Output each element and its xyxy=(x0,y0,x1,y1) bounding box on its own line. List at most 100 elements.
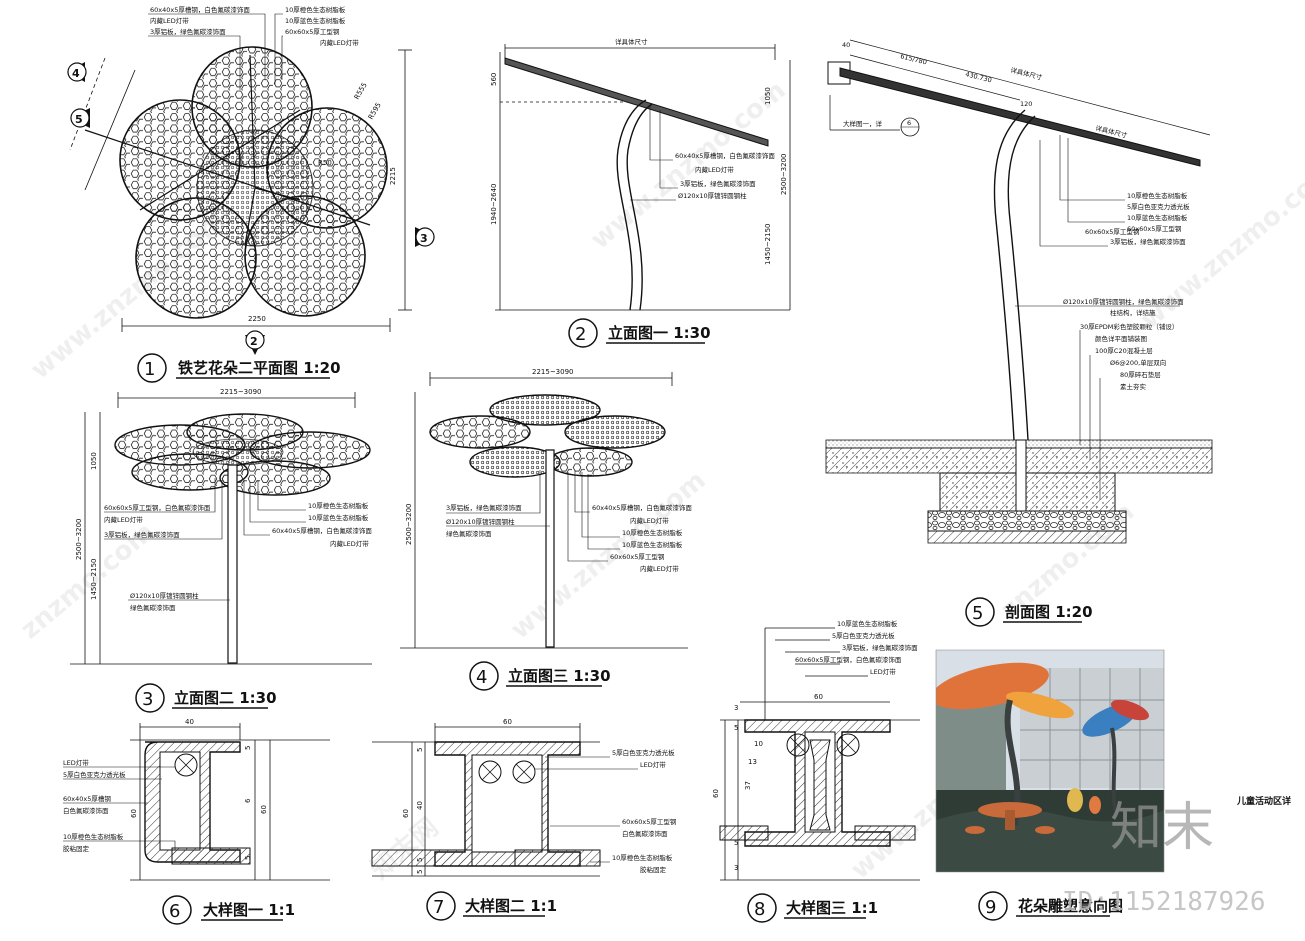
note: LED灯带 xyxy=(870,667,896,676)
detail-one: 40 5 6 60 5 60 LED灯带 5厚白色亚克力透光板 60x40x5厚… xyxy=(63,718,330,924)
svg-text:立面图三 1:30: 立面图三 1:30 xyxy=(508,667,611,685)
dim-label: 详具体尺寸 xyxy=(615,37,648,46)
dim-label: 1450~2150 xyxy=(90,559,98,601)
svg-text:7: 7 xyxy=(433,897,444,918)
svg-text:4: 4 xyxy=(72,67,80,80)
note: 5厚白色亚克力透光板 xyxy=(63,770,126,779)
dim-label: 5 xyxy=(416,858,424,862)
note: 30厚EPDM彩色塑胶颗粒（铺设） xyxy=(1080,322,1178,331)
note: 60x60x5厚工型钢 xyxy=(610,552,665,561)
note: 10厚蓝色生态树脂板 xyxy=(837,619,898,628)
svg-text:3: 3 xyxy=(142,689,153,710)
svg-text:4: 4 xyxy=(476,667,487,688)
watermark-text: www.znzmo.com xyxy=(505,465,711,645)
plan-view: 2250 2215 R555 R595 R50 60x40x5厚槽钢，白色氟碳漆… xyxy=(67,5,435,382)
dim-radius: R555 xyxy=(353,81,369,101)
section-marker: 4 xyxy=(67,62,86,82)
dim-label: 1450~2150 xyxy=(764,224,772,266)
note: 60x40x5厚槽钢 xyxy=(63,794,111,803)
petal-shape xyxy=(490,395,600,425)
petal-profile xyxy=(505,58,768,146)
dim-label: 5 xyxy=(734,724,738,732)
note: 5厚白色亚克力透光板 xyxy=(612,748,675,757)
note: 3厚铝板，绿色氟碳漆饰面 xyxy=(446,503,522,512)
note: 10厚蓝色生态树脂板 xyxy=(308,513,369,522)
drawing-title: 2 立面图一 1:30 xyxy=(569,319,711,347)
svg-text:8: 8 xyxy=(754,899,765,920)
svg-text:立面图二 1:30: 立面图二 1:30 xyxy=(174,689,277,707)
dim-height: 2215 xyxy=(389,167,397,185)
dim-label: 60 xyxy=(814,693,823,701)
note: 3厚铝板，绿色氟碳漆饰面 xyxy=(104,530,180,539)
dim-label: 1940~2640 xyxy=(490,184,498,226)
dim-width: 2250 xyxy=(248,315,266,323)
note: 内藏LED灯带 xyxy=(150,16,189,25)
svg-text:6: 6 xyxy=(169,901,180,922)
svg-text:花朵雕塑意向图: 花朵雕塑意向图 xyxy=(1018,897,1123,915)
note: 60x60x5厚工型钢 xyxy=(622,817,677,826)
elevation-one: 详具体尺寸 560 1940~2640 1050 2500~3200 1450~… xyxy=(490,37,790,347)
note: 胶粘固定 xyxy=(63,844,90,853)
note: 60x60x5厚工型钢，白色氟碳漆饰面 xyxy=(795,655,902,664)
drawing-title: 1 铁艺花朵二平面图 1:20 xyxy=(138,354,341,382)
dim-label: 3 xyxy=(734,704,738,712)
drawing-title: 8 大样图三 1:1 xyxy=(748,894,878,922)
svg-text:铁艺花朵二平面图 1:20: 铁艺花朵二平面图 1:20 xyxy=(178,359,341,377)
note: Ø120x10厚镀锌圆钢柱，绿色氟碳漆饰面 xyxy=(1063,297,1184,306)
note: 绿色氟碳漆饰面 xyxy=(446,529,492,538)
dim-label: 37 xyxy=(744,781,752,790)
note: 白色氟碳漆饰面 xyxy=(622,829,668,838)
svg-text:5: 5 xyxy=(972,603,983,624)
detail-three: 60 3 5 10 13 37 60 5 3 10厚蓝色生态树脂板 5厚白色亚克… xyxy=(712,619,920,922)
section-marker: 3 xyxy=(415,227,435,247)
note: 10厚橙色生态树脂板 xyxy=(612,853,673,862)
note: 60x40x5厚槽钢，白色氟碳漆饰面 xyxy=(592,503,692,512)
note: 10厚橙色生态树脂板 xyxy=(63,832,124,841)
note: 柱结构，详结施 xyxy=(1110,308,1156,317)
svg-text:大样图三 1:1: 大样图三 1:1 xyxy=(786,899,878,917)
dim-radius: R50 xyxy=(318,159,332,167)
note: 3厚铝板，绿色氟碳漆饰面 xyxy=(680,179,756,188)
reference-label: 大样图一，详 xyxy=(843,119,883,128)
note: 3厚铝板，绿色氟碳漆饰面 xyxy=(1110,237,1186,246)
dim-label: 430.730 xyxy=(965,70,993,84)
elevation-two: 2215~3090 1050 2500~3200 1450~2150 60x60… xyxy=(70,388,372,712)
petal-shape xyxy=(220,461,330,495)
dim-label: 615/780 xyxy=(900,52,928,66)
note: 100厚C20混凝土层 xyxy=(1095,346,1153,355)
petal-shape xyxy=(548,448,632,476)
drawing-title: 4 立面图三 1:30 xyxy=(470,662,611,690)
section-view: 40 615/780 430.730 详具体尺寸 详具体尺寸 120 大样图一，… xyxy=(826,40,1212,626)
note: 10厚橙色生态树脂板 xyxy=(308,501,369,510)
svg-text:2: 2 xyxy=(250,335,258,348)
drawing-title: 7 大样图二 1:1 xyxy=(427,892,557,920)
svg-text:5: 5 xyxy=(75,113,83,126)
dim-label: 2500~3200 xyxy=(405,504,413,546)
note: 60x60x5厚工型钢 xyxy=(285,27,340,36)
drawing-title: 6 大样图一 1:1 xyxy=(163,896,295,924)
dim-label: 详具体尺寸 xyxy=(1010,65,1044,82)
note: Ø6@200,单层双向 xyxy=(1110,358,1166,367)
reference-photo xyxy=(936,650,1164,872)
svg-text:大样图一 1:1: 大样图一 1:1 xyxy=(203,901,295,919)
svg-text:3: 3 xyxy=(420,232,428,245)
photo-side-text: 儿童活动区详 xyxy=(1236,795,1291,807)
note: 10厚橙色生态树脂板 xyxy=(622,528,683,537)
note: 素土夯实 xyxy=(1120,382,1147,391)
dim-label: 13 xyxy=(748,758,757,766)
note: 10厚蓝色生态树脂板 xyxy=(1127,213,1188,222)
dim-label: 40 xyxy=(185,718,194,726)
elevation-three: 2215~3090 2500~3200 3厚铝板，绿色氟碳漆饰面 Ø120x10… xyxy=(400,368,692,690)
petal-shape xyxy=(430,416,530,448)
section-marker: 2 xyxy=(245,331,265,355)
note: 60x60x5厚工型钢 xyxy=(1085,227,1140,236)
note: 60x40x5厚槽钢，白色氟碳漆饰面 xyxy=(675,151,775,160)
note: 3厚铝板，绿色氟碳漆饰面 xyxy=(842,643,918,652)
dim-label: 60 xyxy=(402,809,410,818)
svg-text:2: 2 xyxy=(575,324,586,345)
svg-text:1: 1 xyxy=(144,359,155,380)
note: 胶粘固定 xyxy=(640,865,667,874)
drawing-title: 9 花朵雕塑意向图 xyxy=(979,892,1123,920)
note: 80厚碎石垫层 xyxy=(1120,370,1161,379)
